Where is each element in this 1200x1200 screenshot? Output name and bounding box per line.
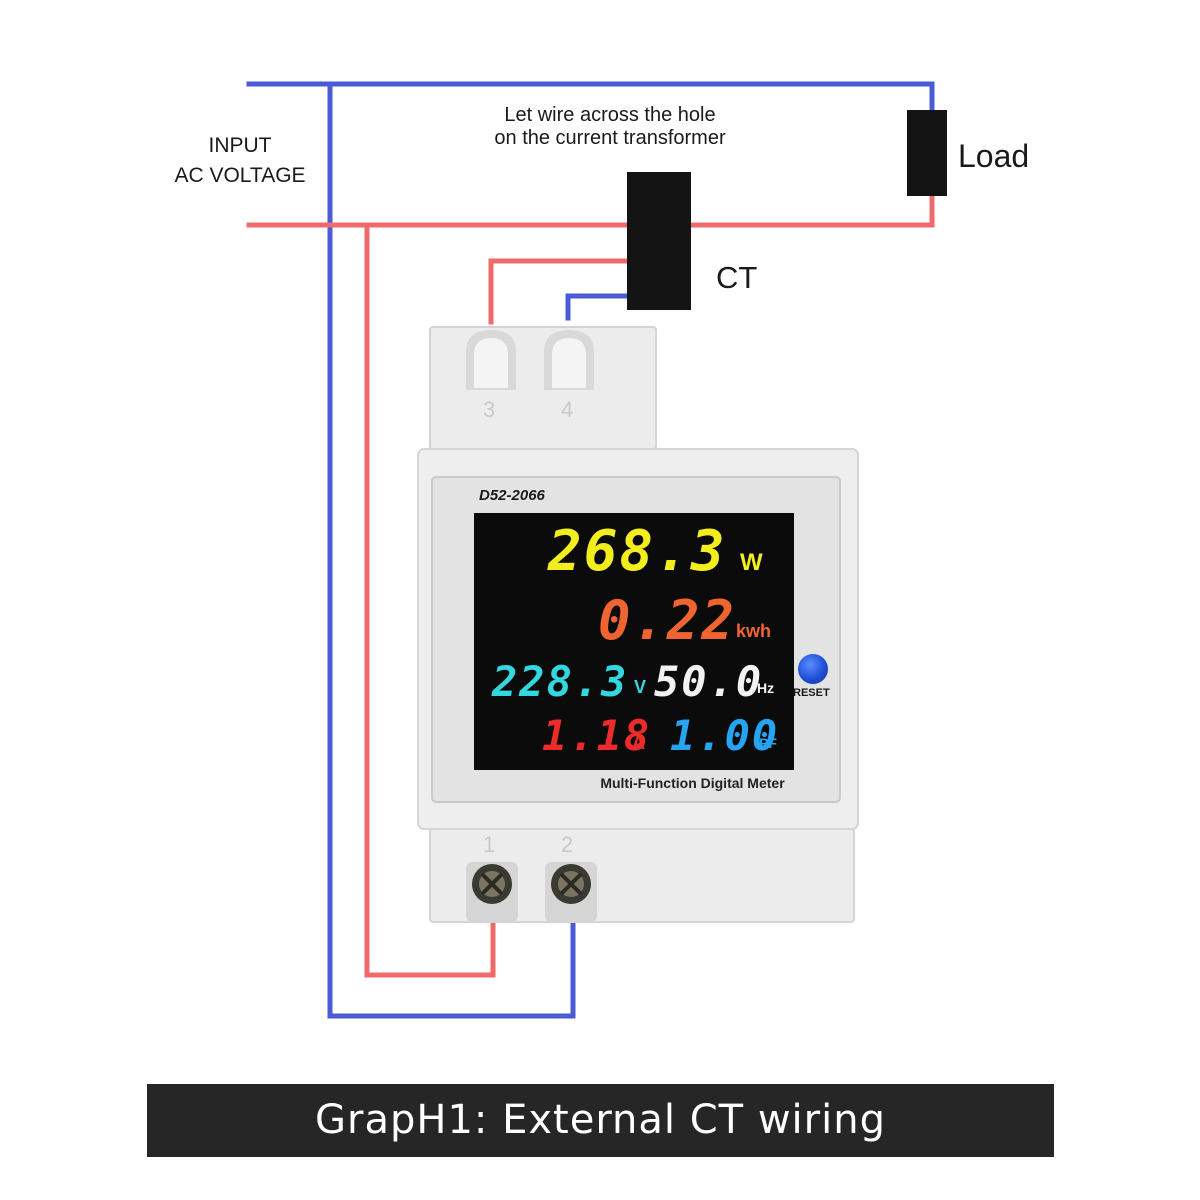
meter-display: 268.3 W 0.22 kwh 228.3 V 50.0 Hz 1.18 A … [474, 513, 794, 770]
instruction-note-line1: Let wire across the hole [504, 104, 716, 126]
terminal-hole-4 [544, 330, 594, 390]
voltage-unit: V [634, 677, 647, 697]
terminal-number-2: 2 [561, 832, 574, 857]
meter-model-label: D52-2066 [479, 487, 545, 504]
neutral-wire [246, 81, 935, 1019]
frequency-reading: 50.0 [654, 657, 764, 706]
energy-reading: 0.22 [598, 589, 737, 652]
load-block [907, 110, 947, 196]
voltage-reading: 228.3 [492, 657, 629, 706]
reset-label: RESET [793, 687, 830, 699]
caption-bar: GrapH1: External CT wiring [147, 1084, 1054, 1157]
current-unit: A [632, 733, 645, 753]
terminal-screw-2 [545, 862, 597, 922]
instruction-note-line2: on the current transformer [494, 127, 726, 149]
terminal-number-3: 3 [483, 397, 496, 422]
input-label-line2: AC VOLTAGE [174, 164, 306, 187]
energy-unit: kwh [736, 621, 772, 641]
current-transformer [627, 172, 691, 310]
power-reading: 268.3 [548, 519, 727, 584]
reset-button[interactable] [798, 654, 828, 684]
live-wire [246, 192, 935, 978]
ct-label: CT [716, 260, 758, 295]
power-factor-reading: 1.00 [670, 711, 780, 760]
terminal-screw-1 [466, 862, 518, 922]
current-reading: 1.18 [542, 711, 652, 760]
terminal-number-1: 1 [483, 832, 496, 857]
power-factor-unit: PF [759, 735, 777, 751]
terminal-hole-3 [466, 330, 516, 390]
frequency-unit: Hz [757, 680, 775, 696]
power-unit: W [740, 549, 763, 576]
caption-text: GrapH1: External CT wiring [315, 1097, 886, 1143]
terminal-number-4: 4 [561, 397, 574, 422]
meter-name-label: Multi-Function Digital Meter [600, 775, 785, 791]
input-label-line1: INPUT [208, 134, 272, 157]
load-label: Load [958, 138, 1030, 174]
